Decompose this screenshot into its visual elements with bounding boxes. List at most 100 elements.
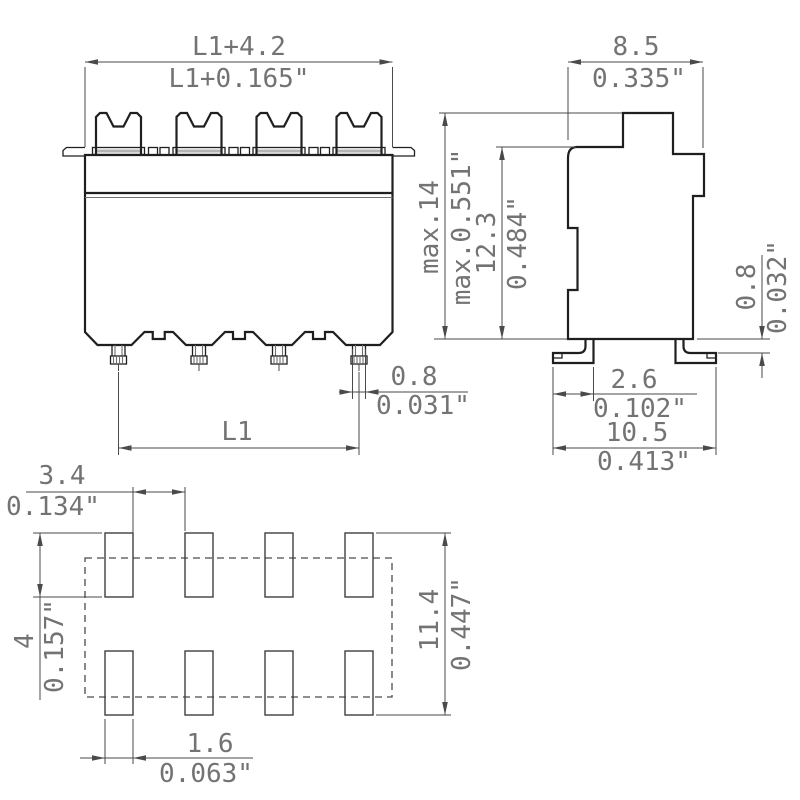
dim-arrow [92, 755, 105, 761]
pin-foot [270, 355, 288, 365]
dim-footprint-height-mm: 11.4 [415, 589, 445, 652]
leg-foot-notch [553, 353, 563, 359]
strip-tab [308, 146, 319, 156]
solder-pin [350, 345, 368, 371]
dim-pin-span-label: L1 [221, 417, 252, 447]
dim-arrow [553, 445, 566, 451]
dim-lead-standoff-inch: 0.032" [763, 240, 793, 334]
lever-base-slot [252, 146, 306, 156]
dim-side-depth-mm: 8.5 [613, 32, 660, 62]
side-leg-left [551, 339, 595, 365]
dim-arrow [499, 147, 505, 160]
strip-tab [228, 146, 239, 156]
strip-tab [319, 146, 331, 156]
dim-body-height-inch: 0.484" [503, 196, 533, 290]
footprint-pads-bottom-row [104, 650, 374, 716]
dim-arrow [759, 326, 765, 339]
side-leg-right [674, 339, 718, 365]
pad-bottom-2 [184, 650, 214, 716]
dim-foot-length-inch: 0.102" [593, 394, 687, 424]
dim-arrow [339, 389, 353, 395]
dim-pad-length: 4 0.157" [10, 532, 102, 700]
lever-base-slot [172, 146, 226, 156]
dim-total-depth: 10.5 0.413" [553, 367, 717, 477]
dim-max-height-mm: max.14 [415, 180, 445, 274]
dim-side-depth-inch: 0.335" [592, 64, 686, 94]
dim-arrow [133, 755, 146, 761]
dim-pad-length-inch: 0.157" [40, 599, 70, 693]
actuation-lever [255, 111, 303, 155]
pad-top-2 [184, 532, 214, 598]
dim-body-height-mm: 12.3 [472, 212, 502, 275]
front-strip-end-tab-right [392, 146, 416, 157]
component-outline-dashed [84, 557, 393, 698]
solder-pin [109, 345, 128, 371]
pad-bottom-1 [104, 650, 134, 716]
leg-outline [674, 339, 718, 365]
dim-arrow [346, 445, 359, 451]
pin-foot-hatch [353, 357, 364, 363]
dim-max-height: max.14 max.0.551" [415, 112, 622, 340]
dim-pin-width: 0.8 0.031" [339, 349, 470, 421]
dim-pad-gap-mm: 3.4 [39, 461, 86, 491]
dim-pad-width: 1.6 0.063" [80, 719, 253, 789]
dim-pin-width-inch: 0.031" [376, 391, 470, 421]
dim-overall-width-inch: L1+0.165" [169, 64, 310, 94]
dim-arrow [759, 353, 765, 366]
solder-pin [190, 345, 208, 371]
dim-foot-length: 2.6 0.102" [552, 365, 697, 455]
side-body-outline [566, 111, 706, 341]
strip-tab [239, 146, 251, 156]
pin-foot-hatch [112, 357, 124, 363]
dim-body-height: 12.3 0.484" [472, 146, 576, 339]
leg-outline [551, 339, 595, 365]
footprint-pads-top-row [104, 532, 374, 598]
dim-arrow [442, 113, 448, 126]
dim-total-depth-inch: 0.413" [597, 447, 691, 477]
dim-arrow [133, 489, 146, 495]
dim-footprint-height-inch: 0.447" [447, 577, 477, 671]
pin-foot-hatch [193, 357, 204, 363]
dim-arrow [37, 533, 43, 546]
front-solder-pins [109, 345, 368, 371]
dim-arrow [703, 445, 716, 451]
dim-total-depth-mm: 10.5 [606, 418, 669, 448]
dim-pad-gap: 3.4 0.134" [6, 461, 186, 533]
dim-arrow [580, 391, 594, 397]
front-levers [91, 111, 386, 156]
dim-pad-gap-inch: 0.134" [6, 492, 100, 522]
dim-arrow [568, 59, 581, 65]
strip-tab [147, 146, 159, 156]
actuation-lever [335, 111, 383, 155]
pad-top-1 [104, 532, 134, 598]
pin-foot [109, 355, 128, 365]
lever-base-slot [332, 146, 386, 156]
dim-pad-width-mm: 1.6 [187, 729, 234, 759]
dim-arrow [553, 391, 566, 397]
pad-top-3 [264, 532, 294, 598]
dim-arrow [499, 326, 505, 339]
dim-arrow [365, 389, 379, 395]
footprint-view [84, 532, 393, 716]
pad-bottom-3 [264, 650, 294, 716]
dim-arrow [85, 59, 98, 65]
actuation-lever [175, 111, 223, 155]
pin-foot [190, 355, 208, 365]
dim-arrow [442, 533, 448, 546]
side-view [551, 111, 718, 365]
pin-foot [350, 355, 368, 365]
dim-foot-length-mm: 2.6 [611, 365, 658, 395]
dim-pad-width-inch: 0.063" [159, 759, 253, 789]
dim-lead-standoff: 0.8 0.032" [697, 240, 793, 378]
dim-arrow [172, 489, 185, 495]
front-strip-tabs [147, 146, 331, 156]
dim-arrow [379, 59, 393, 65]
dim-arrow [118, 445, 132, 451]
dim-arrow [442, 326, 448, 339]
pin-foot-hatch [273, 357, 284, 363]
solder-pin [270, 345, 288, 371]
dim-arrow [690, 59, 703, 65]
dim-pad-length-mm: 4 [10, 633, 40, 649]
